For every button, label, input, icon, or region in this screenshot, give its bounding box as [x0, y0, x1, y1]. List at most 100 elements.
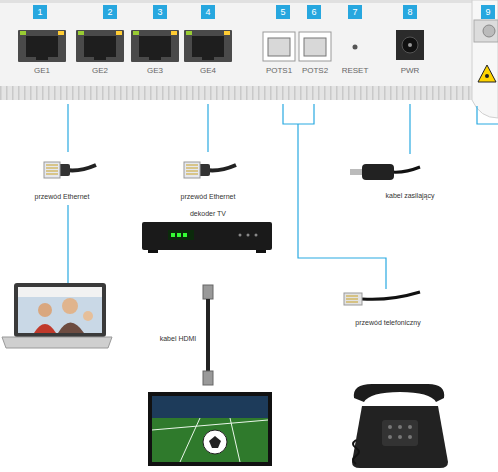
power-socket-part	[396, 30, 424, 60]
ethernet-plug-part	[186, 165, 198, 174]
tv-decoder-part	[256, 250, 266, 253]
router-panel-part	[478, 65, 496, 82]
callout-number: 3	[153, 5, 167, 19]
telephone	[352, 384, 448, 468]
laptop-part	[38, 303, 52, 317]
laptop-part	[18, 287, 102, 333]
leader-lines	[68, 104, 498, 289]
callout-number: 8	[403, 5, 417, 19]
cable-label: przewód telefoniczny	[353, 318, 422, 327]
phone-ports	[263, 32, 331, 61]
hdmi-cable-part	[203, 285, 213, 299]
tv-decoder-part	[171, 233, 175, 237]
television-part	[148, 392, 272, 466]
ethernet-ports	[18, 30, 232, 62]
laptop-part	[34, 324, 56, 333]
callout-number: 6	[307, 5, 321, 19]
television-part	[203, 430, 227, 454]
power-plug-part	[350, 169, 362, 175]
ethernet-ports-part	[20, 31, 26, 35]
callout-number: 7	[348, 5, 362, 19]
laptop-part	[58, 323, 84, 334]
phone-ports-part	[304, 38, 326, 56]
cable-label: przewód Ethernet	[179, 192, 238, 201]
laptop-part	[14, 283, 106, 337]
cable-label: przewód Ethernet	[33, 192, 92, 201]
reset-hole	[353, 45, 358, 50]
leader-lines-part	[409, 104, 410, 154]
tv-decoder-part	[148, 250, 158, 253]
port-label: POTS2	[301, 67, 329, 75]
port-label: PWR	[400, 67, 421, 75]
telephone-part	[408, 425, 412, 429]
cable-label: kabel zasilający	[383, 191, 436, 200]
ethernet-ports-part	[186, 31, 192, 35]
leader-lines-part	[67, 104, 68, 152]
ethernet-ports-part	[133, 31, 139, 35]
tv-decoder-part	[142, 222, 272, 250]
ethernet-ports-part	[26, 36, 58, 57]
ethernet-ports-part	[76, 30, 124, 62]
ethernet-ports-part	[131, 30, 179, 62]
ethernet-ports-part	[171, 31, 177, 35]
phone-cable-part	[362, 292, 420, 299]
ethernet-ports-part	[192, 36, 224, 57]
telephone-part	[398, 425, 402, 429]
router-panel-part	[474, 20, 498, 42]
ethernet-plug	[44, 162, 96, 178]
laptop-part	[83, 311, 93, 321]
power-plug-part	[362, 164, 394, 180]
phone-ports-part	[263, 32, 295, 61]
ethernet-ports-part	[94, 56, 106, 60]
port-label: RESET	[341, 67, 370, 75]
ethernet-plug	[184, 162, 236, 178]
port-label: GE2	[91, 67, 109, 75]
tv-decoder-part	[183, 233, 187, 237]
ethernet-plug-part	[184, 162, 200, 178]
ethernet-ports-part	[18, 30, 66, 62]
leader-lines-part	[67, 205, 68, 283]
tv-decoder-part	[247, 234, 250, 237]
tv-decoder-part	[239, 234, 242, 237]
callout-number: 5	[276, 5, 290, 19]
telephone-part	[353, 440, 359, 464]
port-label: POTS1	[265, 67, 293, 75]
tv-decoder-part	[168, 230, 194, 240]
phone-cable	[344, 292, 420, 305]
tv-decoder-part	[255, 234, 258, 237]
telephone-part	[398, 435, 402, 439]
television-part	[209, 436, 221, 448]
router-panel-part	[472, 0, 498, 118]
ethernet-ports-part	[116, 31, 122, 35]
ethernet-ports-part	[58, 31, 64, 35]
laptop	[2, 283, 112, 348]
television-part	[152, 396, 268, 418]
router-panel-part	[0, 0, 472, 3]
hdmi-cable	[203, 285, 213, 385]
telephone-part	[352, 406, 448, 468]
leader-lines-part	[477, 106, 498, 124]
ethernet-plug-part	[46, 165, 58, 174]
device-label: dekoder TV	[188, 209, 228, 218]
port-label: GE4	[199, 67, 217, 75]
router-panel	[0, 0, 498, 118]
ethernet-ports-part	[139, 36, 171, 57]
power-socket-part	[402, 37, 418, 53]
ethernet-ports-part	[224, 31, 230, 35]
router-panel-part	[0, 86, 472, 100]
power-plug	[350, 164, 420, 180]
ethernet-ports-part	[78, 31, 84, 35]
port-label: GE3	[146, 67, 164, 75]
tv-decoder	[142, 222, 272, 253]
port-label: GE1	[33, 67, 51, 75]
leader-lines-part	[207, 104, 208, 152]
power-socket-part	[408, 43, 412, 47]
ethernet-ports-part	[84, 36, 116, 57]
television-part	[152, 396, 268, 462]
phone-ports-part	[268, 38, 290, 56]
callout-number: 1	[33, 5, 47, 19]
ethernet-ports-part	[202, 56, 214, 60]
ethernet-plug-part	[44, 162, 60, 178]
